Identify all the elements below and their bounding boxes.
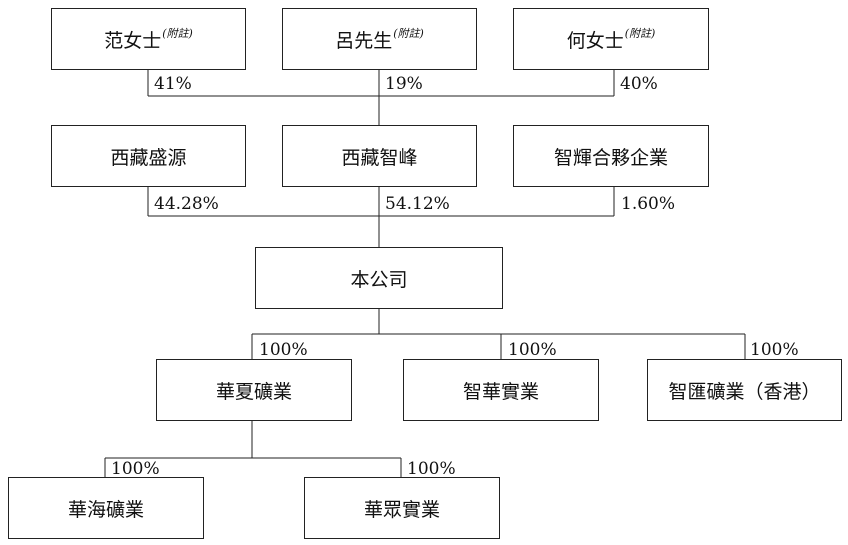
shareholder-note: (附註) <box>393 27 424 40</box>
shareholding-percent: 100% <box>508 340 557 360</box>
holdco-name: 西藏智峰 <box>341 146 418 169</box>
subsidiary-box-huazhong-industrial: 華眾實業 <box>304 477 500 539</box>
subsidiary-name: 智華實業 <box>462 380 539 403</box>
subsidiary-name: 華夏礦業 <box>215 380 292 403</box>
holdco-box-zhihui-partnership: 智輝合夥企業 <box>513 125 709 187</box>
shareholding-percent: 54.12% <box>385 194 450 214</box>
shareholding-percent: 44.28% <box>154 194 219 214</box>
holdco-name: 智輝合夥企業 <box>553 146 668 169</box>
subsidiary-name: 智匯礦業（香港） <box>668 380 821 403</box>
shareholding-percent: 19% <box>385 74 423 94</box>
holdco-name: 西藏盛源 <box>110 146 187 169</box>
shareholding-percent: 40% <box>620 74 658 94</box>
shareholder-name: 范女士 <box>104 29 162 52</box>
holdco-box-xizang-zhifeng: 西藏智峰 <box>282 125 477 187</box>
company-box: 本公司 <box>255 247 503 309</box>
shareholder-note: (附註) <box>162 27 193 40</box>
shareholding-percent: 100% <box>259 340 308 360</box>
shareholding-percent: 100% <box>111 459 160 479</box>
shareholding-percent: 100% <box>750 340 799 360</box>
shareholder-box-lu: 呂先生(附註) <box>282 8 477 70</box>
subsidiary-box-huaxia-mining: 華夏礦業 <box>156 359 352 421</box>
subsidiary-name: 華海礦業 <box>67 498 144 521</box>
subsidiary-name: 華眾實業 <box>363 498 440 521</box>
shareholder-note: (附註) <box>624 27 656 40</box>
shareholding-percent: 100% <box>407 459 456 479</box>
shareholder-name: 何女士 <box>566 29 624 52</box>
shareholder-name: 呂先生 <box>335 29 393 52</box>
holdco-box-xizang-shengyuan: 西藏盛源 <box>51 125 246 187</box>
company-name: 本公司 <box>350 268 408 291</box>
shareholding-percent: 41% <box>154 74 192 94</box>
shareholding-percent: 1.60% <box>621 194 676 214</box>
shareholder-box-he: 何女士(附註) <box>513 8 709 70</box>
subsidiary-box-zhihua-industrial: 智華實業 <box>403 359 599 421</box>
subsidiary-box-huahai-mining: 華海礦業 <box>8 477 204 539</box>
shareholder-box-fan: 范女士(附註) <box>51 8 246 70</box>
subsidiary-box-zhihui-mining-hk: 智匯礦業（香港） <box>647 359 842 421</box>
